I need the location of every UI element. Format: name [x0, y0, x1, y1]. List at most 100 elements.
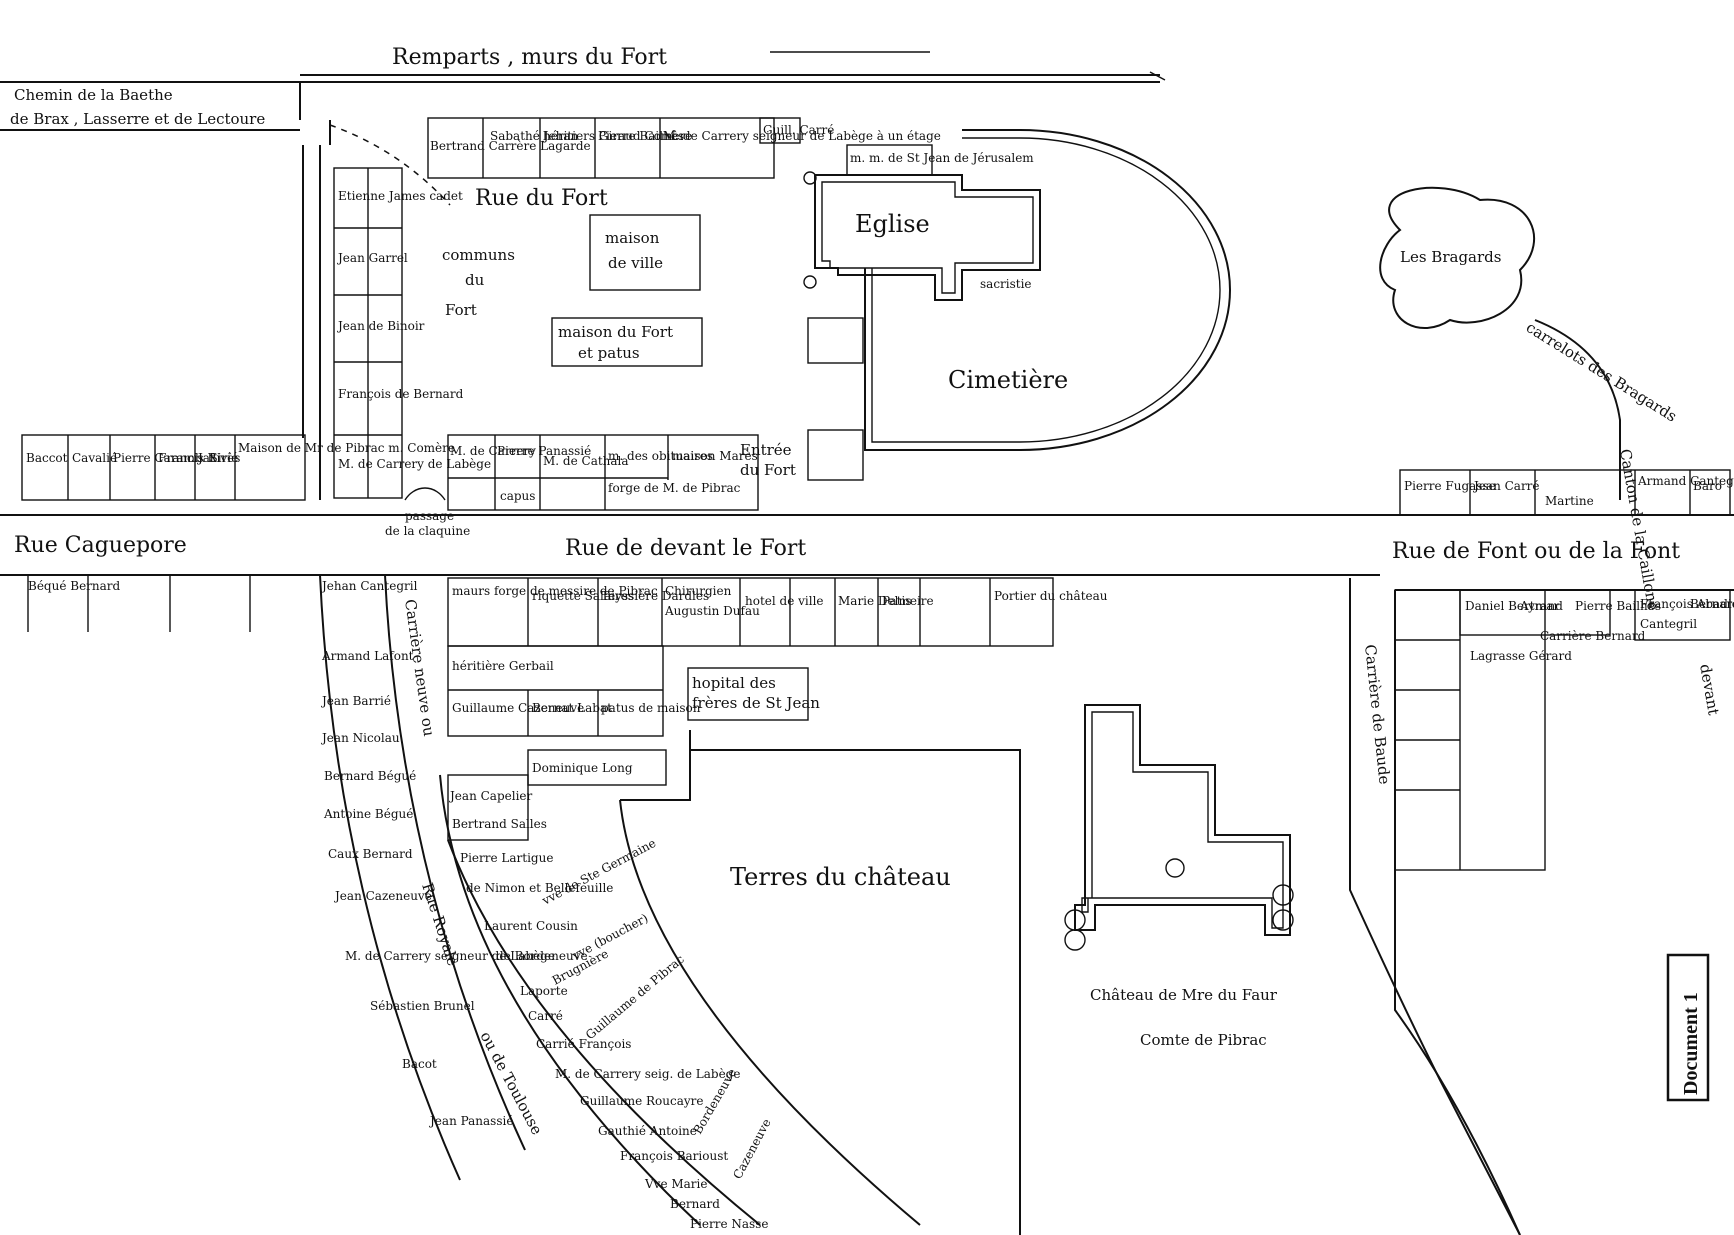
- plot-martine: Martine: [1545, 494, 1594, 508]
- chemin-label-1: Chemin de la Baethe: [14, 86, 173, 104]
- plot-obituaires: m. des obituaires: [608, 449, 713, 463]
- cimetiere-label: Cimetière: [948, 366, 1068, 394]
- plot-cantegril-pretre: Armand Cantegril prêtre: [1637, 474, 1734, 488]
- plot-bacot: Bacot: [402, 1057, 437, 1071]
- chateau-label-1: Château de Mre du Faur: [1090, 986, 1278, 1004]
- plot-carre: Carré: [528, 1009, 563, 1023]
- carriere-baude-road: [1349, 580, 1521, 1235]
- communs-label-3: Fort: [445, 301, 477, 319]
- plot-carrery-seigneur: M. de Carrery seigneur de Labège: [345, 949, 555, 963]
- top-row-plots: [427, 117, 801, 179]
- chateau-label-2: Comte de Pibrac: [1140, 1031, 1267, 1049]
- communs-label-2: du: [465, 271, 485, 289]
- plot-bernard: Bernard: [670, 1197, 720, 1211]
- arc-streets: [319, 574, 1021, 1235]
- plot-pierre-nasse: Pierre Nasse: [690, 1217, 768, 1231]
- plot-portier-chateau: Portier du château: [994, 589, 1108, 603]
- left-street-lines: [302, 120, 451, 500]
- plot-pierre-fugasse: Pierre Fugasse: [1404, 479, 1496, 493]
- plot-st-jean-jerusalem: m. m. de St Jean de Jérusalem: [850, 151, 1034, 165]
- plot-pierre-lartigue: Pierre Lartigue: [460, 851, 553, 865]
- plot-bernard-bernard: Bernard Bernard: [1690, 597, 1734, 611]
- plot-jean-panassie: Jean Panassié: [428, 1114, 513, 1128]
- plot-cavalie: Cavalié: [72, 451, 117, 465]
- plot-sabathe-jehan: Sabathé Jehan: [490, 129, 578, 143]
- terres-label: Terres du château: [730, 863, 951, 891]
- plot-baro: Baro: [1693, 479, 1722, 493]
- bragards-area: [1379, 186, 1536, 330]
- canton-caillone-label: Canton de la Caillone: [1616, 448, 1662, 612]
- rue-du-fort-label: Rue du Fort: [475, 186, 608, 211]
- plot-nimon-bellefeuille: de Nimon et Bellefeuille: [466, 881, 613, 895]
- bragards-label: Les Bragards: [1400, 248, 1501, 266]
- maison-ville-label-2: de ville: [608, 254, 663, 272]
- rue-caguepore-label: Rue Caguepore: [14, 533, 187, 558]
- plot-laporte: Laporte: [520, 984, 568, 998]
- plot-etienne-james: Etienne James cadet: [338, 189, 463, 203]
- plot-pierre-bailhes-2: Pierre Bailhès: [1575, 599, 1661, 613]
- plot-bertrand-salles: Bertrand Salles: [452, 817, 547, 831]
- plot-m-carrery: M. de Carrery: [450, 444, 536, 458]
- arc-inner-plots: Bertrand Salles Pierre Lartigue de Nimon…: [452, 817, 768, 1231]
- plot-maurs-forge: maurs forge de messire de Pibrac: [452, 584, 658, 598]
- plot-vve-ste-germaine: vve de Ste Germaine: [539, 836, 658, 908]
- rue-devant-fort-label: Rue de devant le Fort: [565, 536, 806, 561]
- plot-maison-mares: maison Marès: [672, 449, 758, 463]
- plot-francois-bernard: François de Bernard: [338, 387, 464, 401]
- carrelots-label: carrelots des Bragards: [1523, 318, 1680, 425]
- plot-carriere-bernard: Carrière Bernard: [1540, 629, 1646, 643]
- plot-forge-pibrac: forge de M. de Pibrac: [608, 481, 741, 495]
- plot-chirurgien: Chirurgien: [665, 584, 732, 598]
- plot-guillaume-pibrac: Guillaume de Pibrac: [583, 952, 687, 1042]
- plot-cantegril: Cantegril: [1640, 617, 1697, 631]
- plot-de-bordeneuve: de Bordeneuve: [496, 949, 588, 963]
- plot-rives: Francis Rivès: [158, 451, 240, 465]
- plot-carrery-labege-2: M. de Carrery de Labège: [338, 457, 491, 471]
- plot-guill-carre: Guill. Carré: [763, 123, 834, 137]
- plot-augustin-dufau: Augustin Dufau: [664, 604, 760, 618]
- plot-bernard-begue: Bernard Bégué: [324, 769, 416, 783]
- right-column-plots: [1394, 589, 1731, 871]
- hotel-ville-label: hotel de ville: [745, 594, 824, 608]
- maison-fort-label-1: maison du Fort: [558, 323, 673, 341]
- plot-capus: capus: [500, 489, 535, 503]
- plot-armand-lafont: Armand Lafont: [321, 649, 414, 663]
- plot-laurent-cousin: Laurent Cousin: [484, 919, 578, 933]
- plot-antoine-begue: Antoine Bégué: [323, 807, 413, 821]
- plot-pierre-panassie: Pierre Panassié: [497, 444, 591, 458]
- maison-fort-label-2: et patus: [578, 344, 640, 362]
- plot-carrery-labege: M. de Carrery seigneur de Labège à un ét…: [663, 129, 941, 143]
- eglise-building: [803, 144, 1041, 301]
- plot-heritiers-giraud: héritiers Giraud Comère: [543, 129, 692, 143]
- plot-francois-barioust: François Barioust: [620, 1149, 728, 1163]
- plot-teyssiere-dardles: Teyssière Dardles: [601, 589, 709, 603]
- plot-patus-maison: patus de maison: [601, 701, 701, 715]
- left-south-plots: [27, 575, 251, 632]
- hopital-label-2: frères de St Jean: [692, 694, 820, 712]
- plot-jean-cazeneuve: Jean Cazeneuve: [333, 889, 432, 903]
- document-stamp-label: Document 1: [1680, 992, 1702, 1095]
- plot-riquette-salaires: riquette Salaires: [532, 589, 634, 603]
- plot-bernat-labat: Bernat Labat: [532, 701, 612, 715]
- plot-jehan-cantegril: Jehan Cantegril: [320, 579, 418, 593]
- ramparts-label: Remparts , murs du Fort: [392, 45, 667, 70]
- plot-vve-marie: Vve Marie: [644, 1177, 707, 1191]
- plot-caux-bernard: Caux Bernard: [328, 847, 413, 861]
- plot-gauthie-antoine: Gauthié Antoine: [598, 1124, 697, 1138]
- plot-jean-capelier: Jean Capelier: [448, 789, 533, 803]
- plot-jean-carre: Jean Carré: [1472, 479, 1540, 493]
- plot-marie-delmeire: Marie Delmeire: [838, 594, 934, 608]
- plot-patis: Patis: [882, 594, 912, 608]
- plot-cazeneuve: Cazeneuve: [730, 1116, 773, 1181]
- front-row-plots: [21, 434, 759, 511]
- communs-label-1: communs: [442, 246, 515, 264]
- eglise-label: Eglise: [855, 210, 930, 238]
- plot-maison-pibrac: Maison de Mr de Pibrac m. Comère: [238, 441, 455, 455]
- plot-guillaume-cazeneuve: Guillaume Cazeneuve: [452, 701, 584, 715]
- plot-heritiere-gerbail: héritière Gerbail: [452, 659, 554, 673]
- plot-carrie-francois: Carrié François: [536, 1037, 631, 1051]
- maison-du-fort-building: [551, 317, 703, 367]
- plot-daniel-bertrand: Daniel Bertrand: [1465, 599, 1563, 613]
- rue-font-label: Rue de Font ou de la Font: [1392, 539, 1680, 564]
